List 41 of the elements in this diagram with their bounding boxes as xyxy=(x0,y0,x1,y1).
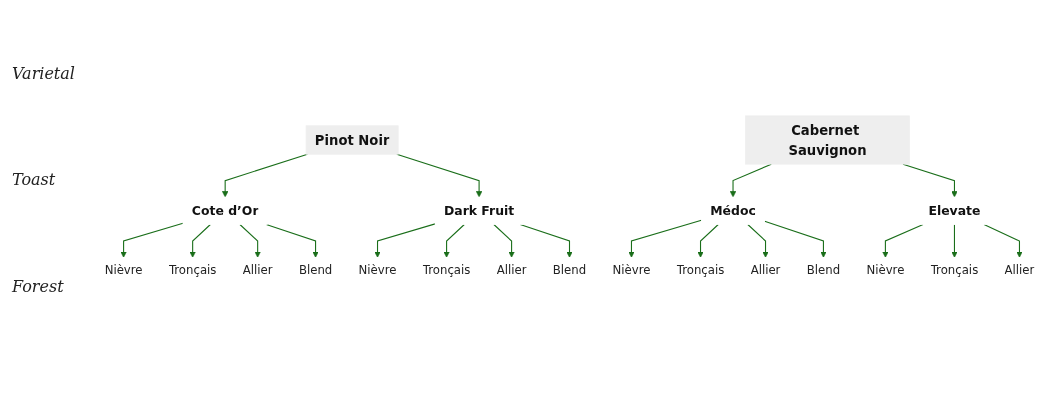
node-text: Allier xyxy=(242,263,273,278)
arrow xyxy=(374,223,436,258)
level-label: Forest xyxy=(12,277,65,297)
level-label: Varietal xyxy=(12,63,76,83)
node-text: Allier xyxy=(750,263,781,278)
arrow xyxy=(189,224,211,258)
node-text: Blend xyxy=(552,263,587,278)
arrow xyxy=(239,224,261,258)
arrow xyxy=(983,224,1023,258)
arrow xyxy=(443,224,465,258)
node-text: Allier xyxy=(496,263,527,278)
arrow xyxy=(493,224,515,258)
node-text: Tronçais xyxy=(422,263,471,278)
node-text: Médoc xyxy=(710,203,756,218)
node-text: Blend xyxy=(806,263,841,278)
node-text: Tronçais xyxy=(168,263,217,278)
node-text: Elevate xyxy=(928,203,981,218)
arrow xyxy=(747,224,769,258)
arrow xyxy=(764,220,827,258)
node-text: Nièvre xyxy=(358,263,397,278)
node-text: Blend xyxy=(298,263,333,278)
arrow xyxy=(628,219,702,258)
node-text: Nièvre xyxy=(104,263,143,278)
node-text: Cote d’Or xyxy=(191,203,259,218)
node-text: Nièvre xyxy=(612,263,651,278)
node-text: Tronçais xyxy=(676,263,725,278)
arrow xyxy=(265,224,319,258)
arrow xyxy=(120,222,184,258)
node-text: Dark Fruit xyxy=(443,203,515,218)
arrow xyxy=(396,153,483,198)
node-text: Tronçais xyxy=(930,263,979,278)
node-box: Cabernet Sauvignon xyxy=(745,115,910,165)
arrow xyxy=(882,224,924,258)
node-text: Allier xyxy=(1004,263,1035,278)
arrow xyxy=(519,224,573,258)
arrow xyxy=(729,163,772,198)
node-box: Pinot Noir xyxy=(305,125,399,155)
arrow xyxy=(697,224,719,258)
arrow xyxy=(951,224,958,258)
level-label: Toast xyxy=(12,170,57,190)
node-text: Nièvre xyxy=(866,263,905,278)
